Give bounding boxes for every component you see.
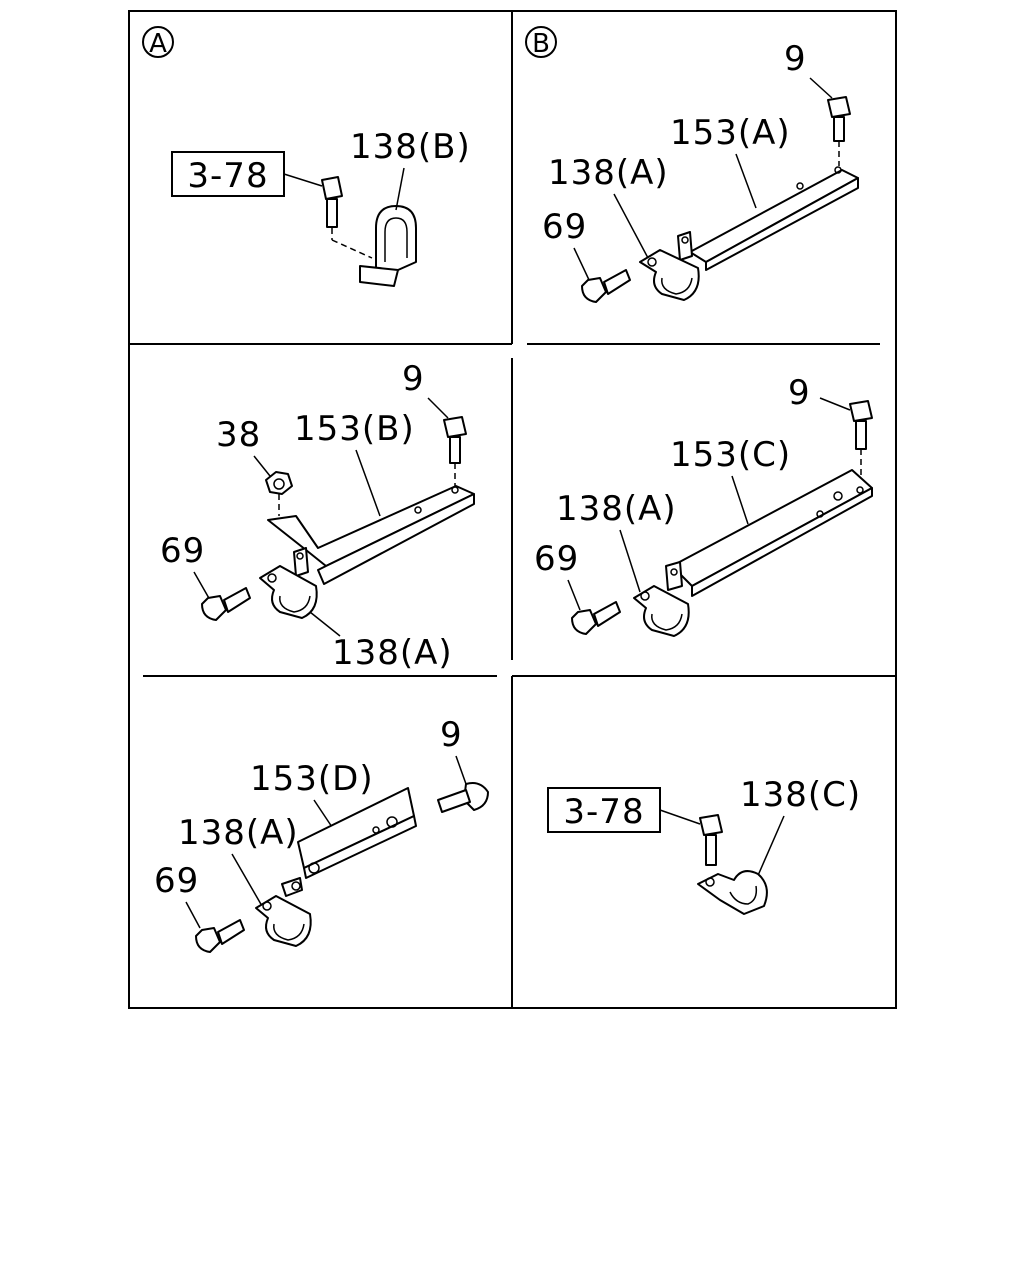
panel-middle-right: 9 153(C) 138(A) 69: [534, 373, 873, 637]
label-69: 69: [160, 531, 205, 571]
panel-bottom-left: 9 153(D) 138(A) 69: [154, 715, 489, 953]
bolt-icon: [571, 601, 621, 635]
panel-a: A 3-78 138(B): [142, 26, 471, 287]
bracket-icon: [677, 166, 859, 271]
panel-bottom-right: 3-78 138(C): [547, 775, 861, 915]
clamp-icon: [259, 565, 318, 619]
circle-label-a: [142, 26, 174, 58]
label-38: 38: [216, 415, 261, 455]
label-9: 9: [784, 39, 807, 79]
label-69: 69: [534, 539, 579, 579]
clamp-icon: [633, 585, 690, 637]
label-138b: 138(B): [350, 127, 471, 167]
bolt-icon: [201, 587, 251, 621]
panel-middle-left: 9 38 153(B) 69: [160, 359, 475, 673]
label-153a: 153(A): [670, 113, 791, 153]
clamp-icon: [639, 249, 700, 301]
circle-label-b: [525, 26, 557, 58]
circle-label-b-text: B: [532, 29, 550, 59]
label-9: 9: [788, 373, 811, 413]
label-153b: 153(B): [294, 409, 415, 449]
bolt-icon: [401, 782, 489, 819]
grid-frame: [128, 10, 897, 1009]
panel-b: B 9 153(A) 138(A) 69: [525, 26, 859, 303]
nut-icon: [265, 471, 293, 516]
clamp-icon: [255, 895, 312, 947]
label-138a: 138(A): [548, 153, 669, 193]
label-138a: 138(A): [178, 813, 299, 853]
label-69: 69: [154, 861, 199, 901]
label-153d: 153(D): [250, 759, 374, 799]
bolt-icon: [699, 814, 723, 866]
clamp-icon: [359, 205, 417, 287]
ref-box-b-text: 3-78: [563, 792, 644, 832]
label-69: 69: [542, 207, 587, 247]
bracket-icon: [281, 787, 417, 897]
label-138a: 138(A): [556, 489, 677, 529]
ref-box-a-text: 3-78: [187, 156, 268, 196]
label-138c: 138(C): [740, 775, 861, 815]
bolt-icon: [827, 96, 851, 166]
bolt-icon: [195, 919, 245, 953]
bracket-icon: [665, 469, 873, 597]
bolt-icon: [321, 176, 373, 259]
label-9: 9: [440, 715, 463, 755]
bolt-icon: [849, 400, 873, 484]
label-153c: 153(C): [670, 435, 791, 475]
circle-label-a-text: A: [149, 29, 167, 59]
bracket-icon: [267, 485, 475, 585]
bolt-icon: [581, 269, 631, 303]
label-9: 9: [402, 359, 425, 399]
label-138a: 138(A): [332, 633, 453, 673]
bolt-icon: [443, 416, 467, 488]
clamp-icon: [697, 870, 768, 915]
